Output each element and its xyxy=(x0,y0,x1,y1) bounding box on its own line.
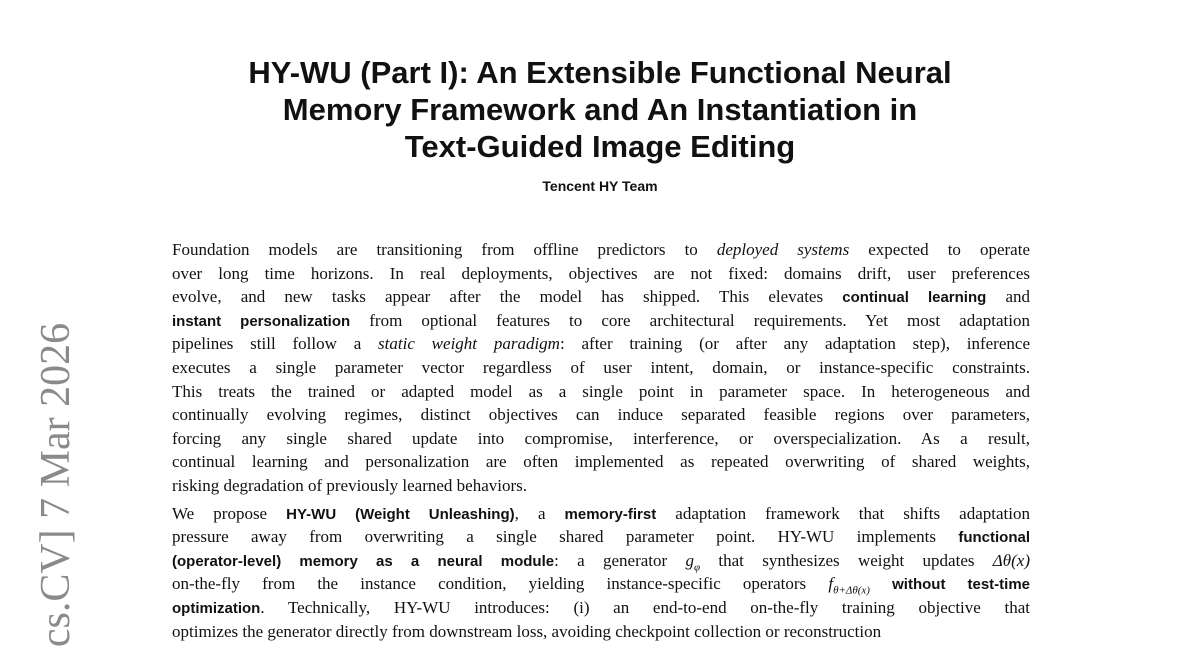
author-line: Tencent HY Team xyxy=(542,178,658,194)
text-span: pipelines still follow a xyxy=(172,334,379,354)
bold-text: without test-time xyxy=(892,576,1031,594)
title-line: Memory Framework and An Instantiation in xyxy=(282,92,918,127)
paragraph: We propose HY-WU (Weight Unleashing), a … xyxy=(172,502,1030,644)
paragraph: Foundation models are transitioning from… xyxy=(172,238,1030,498)
bold-text: optimization xyxy=(172,599,261,617)
text-span: from optional features to core architect… xyxy=(350,310,1030,330)
bold-text: HY-WU (Weight Unleashing) xyxy=(286,505,515,523)
math-text: g xyxy=(685,550,695,570)
text-span: : after training (or after any adaptatio… xyxy=(559,334,1030,354)
math-text: θ+Δθ(x) xyxy=(833,584,870,597)
italic-text: deployed systems xyxy=(716,240,850,259)
text-span: , a xyxy=(514,503,565,523)
text-span: optimizes the generator directly from do… xyxy=(172,621,882,641)
text-span: and xyxy=(986,287,1030,307)
math-text: f xyxy=(828,574,834,594)
text-line: over long time horizons. In real deploym… xyxy=(172,262,1030,286)
text-line: executes a single parameter vector regar… xyxy=(172,356,1030,380)
paper-title: HY-WU (Part I): An Extensible Functional… xyxy=(0,54,1200,165)
italic-text: static weight paradigm xyxy=(378,334,560,354)
text-span: over long time horizons. In real deploym… xyxy=(172,263,1030,283)
text-span: on-the-fly from the instance condition, … xyxy=(172,574,829,594)
text-line: We propose HY-WU (Weight Unleashing), a … xyxy=(172,502,1030,526)
text-line: pipelines still follow a static weight p… xyxy=(172,332,1030,356)
text-line: risking degradation of previously learne… xyxy=(172,474,1030,498)
bold-text: (operator-level) memory as a neural modu… xyxy=(172,552,555,570)
bold-text: memory-first xyxy=(564,505,657,523)
text-line: pressure away from overwriting a single … xyxy=(172,525,1030,549)
math-text: Δθ(x) xyxy=(992,550,1030,570)
text-span: : a generator xyxy=(554,550,686,570)
bold-text: continual learning xyxy=(842,289,987,307)
text-line: optimization. Technically, HY-WU introdu… xyxy=(172,596,1030,620)
text-span: . Technically, HY-WU introduces: (i) an … xyxy=(260,597,1030,617)
text-span: executes a single parameter vector regar… xyxy=(172,357,1030,377)
text-span xyxy=(870,574,892,593)
text-line: This treats the trained or adapted model… xyxy=(172,380,1030,404)
text-line: continual learning and personalization a… xyxy=(172,450,1030,474)
text-line: optimizes the generator directly from do… xyxy=(172,620,1030,644)
text-line: on-the-fly from the instance condition, … xyxy=(172,572,1030,596)
title-line: Text-Guided Image Editing xyxy=(404,129,796,164)
text-span: Foundation models are transitioning from… xyxy=(172,240,717,259)
abstract-body: Foundation models are transitioning from… xyxy=(172,238,1030,647)
text-line: Foundation models are transitioning from… xyxy=(172,238,1030,262)
text-span: This treats the trained or adapted model… xyxy=(172,381,1030,401)
text-span: that synthesizes weight updates xyxy=(700,550,993,570)
text-span: evolve, and new tasks appear after the m… xyxy=(172,287,843,307)
text-line: continually evolving regimes, distinct o… xyxy=(172,403,1030,427)
text-span: forcing any single shared update into co… xyxy=(172,428,1030,448)
title-line: HY-WU (Part I): An Extensible Functional… xyxy=(248,55,952,90)
text-span: pressure away from overwriting a single … xyxy=(172,527,959,547)
text-line: evolve, and new tasks appear after the m… xyxy=(172,285,1030,309)
text-line: instant personalization from optional fe… xyxy=(172,309,1030,333)
arxiv-stamp: cs.CV] 7 Mar 2026 xyxy=(33,322,79,648)
bold-text: instant personalization xyxy=(172,312,351,330)
text-span: expected to operate xyxy=(849,240,1030,259)
text-span: risking degradation of previously learne… xyxy=(172,475,528,495)
text-span: We propose xyxy=(172,503,287,523)
bold-text: functional xyxy=(958,529,1030,547)
text-line: forcing any single shared update into co… xyxy=(172,427,1030,451)
text-span: continual learning and personalization a… xyxy=(172,452,1030,472)
text-span: adaptation framework that shifts adaptat… xyxy=(656,503,1030,523)
math-text: φ xyxy=(694,561,701,574)
text-span: continually evolving regimes, distinct o… xyxy=(172,405,1030,425)
text-line: (operator-level) memory as a neural modu… xyxy=(172,549,1030,573)
